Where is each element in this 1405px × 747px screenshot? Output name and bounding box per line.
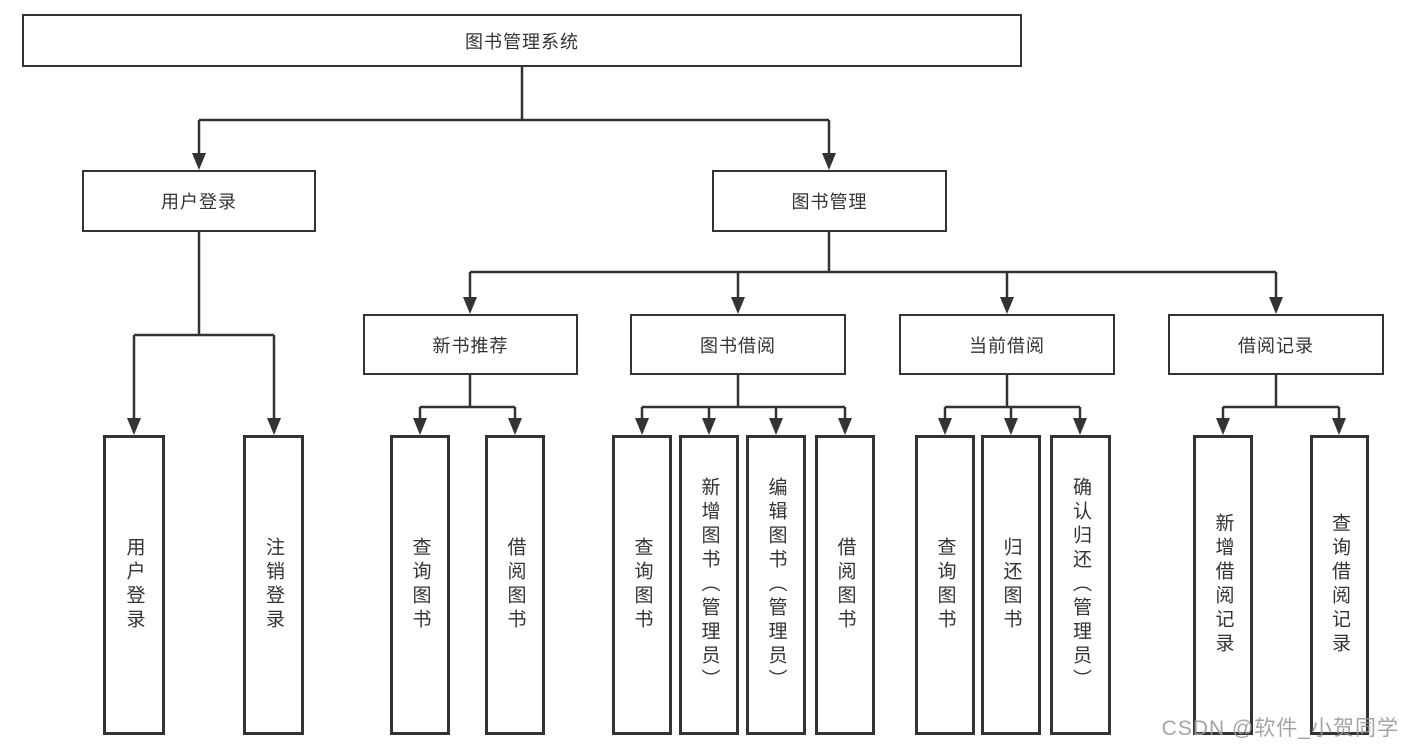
leaf-query-books-3: 查询图书 — [915, 435, 975, 735]
leaf-user-login: 用户登录 — [103, 435, 165, 735]
leaf-query-books-2: 查询图书 — [612, 435, 672, 735]
node-root-library-system: 图书管理系统 — [22, 14, 1022, 67]
csdn-watermark: CSDN @软件_小贺同学 — [1161, 717, 1399, 740]
leaf-confirm-return-admin: 确认归还（管理员） — [1050, 435, 1111, 735]
leaf-add-book-admin: 新增图书（管理员） — [679, 435, 739, 735]
node-new-book-recommend: 新书推荐 — [363, 314, 578, 375]
connector-arrowheads — [127, 153, 1346, 435]
node-current-borrow: 当前借阅 — [899, 314, 1115, 375]
leaf-edit-book-admin: 编辑图书（管理员） — [746, 435, 806, 735]
leaf-add-borrow-record: 新增借阅记录 — [1193, 435, 1253, 735]
leaf-return-book: 归还图书 — [981, 435, 1041, 735]
node-book-management: 图书管理 — [712, 170, 947, 232]
connector-paths — [132, 66, 1341, 421]
node-book-borrow: 图书借阅 — [630, 314, 846, 375]
leaf-borrow-books-2: 借阅图书 — [815, 435, 875, 735]
node-user-login: 用户登录 — [82, 170, 316, 232]
node-borrow-records: 借阅记录 — [1168, 314, 1384, 375]
leaf-query-borrow-record: 查询借阅记录 — [1310, 435, 1369, 735]
leaf-query-books-1: 查询图书 — [390, 435, 450, 735]
leaf-logout: 注销登录 — [243, 435, 304, 735]
leaf-borrow-books-1: 借阅图书 — [485, 435, 545, 735]
